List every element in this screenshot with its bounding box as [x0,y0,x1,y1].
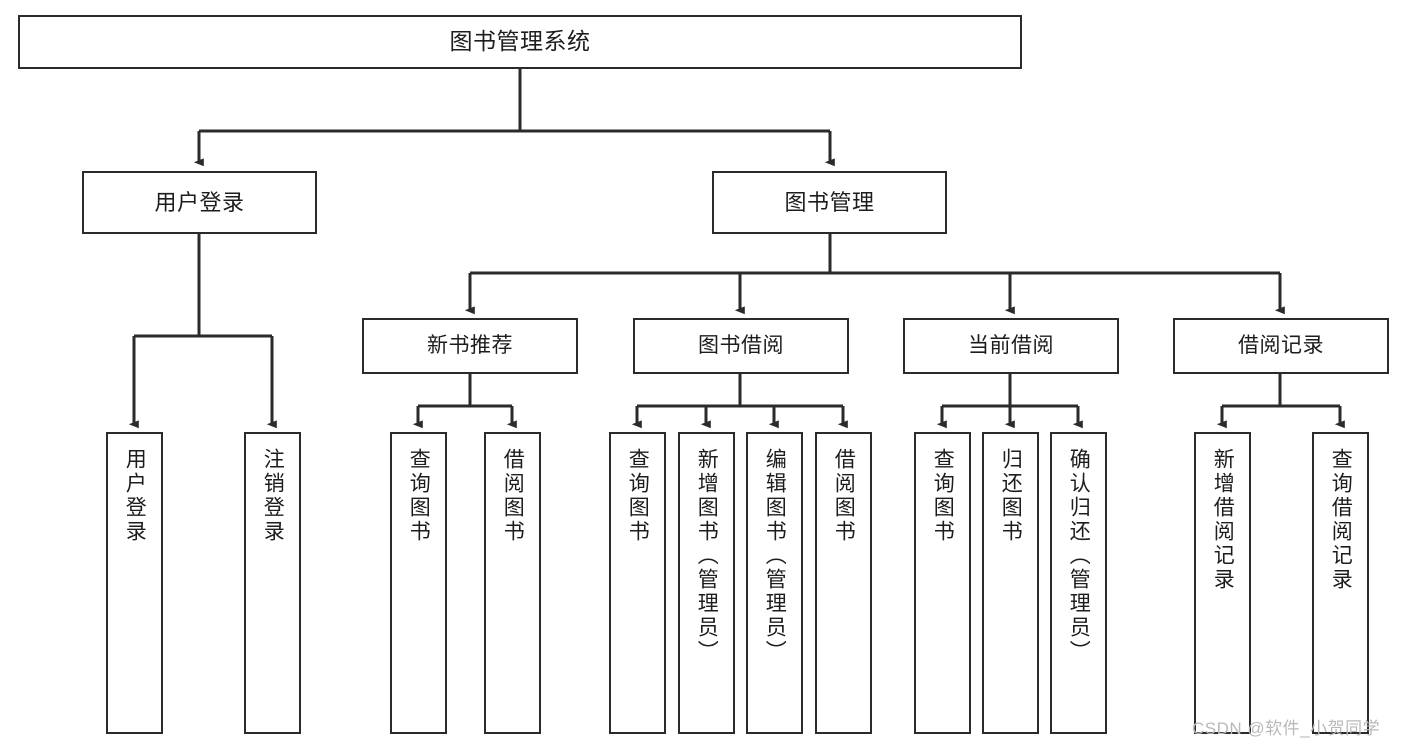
node-leaf-add-record-label: 新增借阅记录 [1211,448,1235,592]
node-leaf-add-book-label: 新增图书（管理员） [695,448,719,664]
node-root[interactable]: 图书管理系统 [18,15,1022,69]
node-borrow-record-label: 借阅记录 [1238,333,1324,357]
node-leaf-query-book-2[interactable]: 查询图书 [609,432,666,734]
node-leaf-return-book-label: 归还图书 [999,448,1023,544]
node-leaf-borrow-book-1-label: 借阅图书 [501,448,525,544]
node-leaf-add-record[interactable]: 新增借阅记录 [1194,432,1251,734]
node-leaf-query-record-label: 查询借阅记录 [1329,448,1353,592]
node-leaf-query-book-3-label: 查询图书 [931,448,955,544]
node-book-management-label: 图书管理 [784,189,875,215]
node-leaf-edit-book[interactable]: 编辑图书（管理员） [746,432,803,734]
node-leaf-query-book-1-label: 查询图书 [407,448,431,544]
node-new-book-recommend-label: 新书推荐 [427,333,513,357]
node-leaf-borrow-book-1[interactable]: 借阅图书 [484,432,541,734]
node-leaf-borrow-book-2-label: 借阅图书 [832,448,856,544]
node-book-borrow-label: 图书借阅 [698,333,784,357]
node-leaf-query-record[interactable]: 查询借阅记录 [1312,432,1369,734]
node-leaf-user-login-label: 用户登录 [123,448,147,544]
node-user-login[interactable]: 用户登录 [82,171,317,234]
node-current-borrow[interactable]: 当前借阅 [903,318,1119,374]
node-book-borrow[interactable]: 图书借阅 [633,318,849,374]
node-leaf-user-login[interactable]: 用户登录 [106,432,163,734]
node-leaf-query-book-1[interactable]: 查询图书 [390,432,447,734]
node-book-management[interactable]: 图书管理 [712,171,947,234]
node-current-borrow-label: 当前借阅 [968,333,1054,357]
node-user-login-label: 用户登录 [154,189,245,215]
node-leaf-confirm-return[interactable]: 确认归还（管理员） [1050,432,1107,734]
node-root-label: 图书管理系统 [449,28,591,55]
node-leaf-borrow-book-2[interactable]: 借阅图书 [815,432,872,734]
node-leaf-confirm-return-label: 确认归还（管理员） [1067,448,1091,664]
node-new-book-recommend[interactable]: 新书推荐 [362,318,578,374]
node-leaf-return-book[interactable]: 归还图书 [982,432,1039,734]
node-leaf-query-book-2-label: 查询图书 [626,448,650,544]
node-borrow-record[interactable]: 借阅记录 [1173,318,1389,374]
node-leaf-logout-label: 注销登录 [261,448,285,544]
node-leaf-edit-book-label: 编辑图书（管理员） [763,448,787,664]
node-leaf-add-book[interactable]: 新增图书（管理员） [678,432,735,734]
node-leaf-logout[interactable]: 注销登录 [244,432,301,734]
watermark: CSDN @软件_小贺同学 [1192,719,1381,738]
node-leaf-query-book-3[interactable]: 查询图书 [914,432,971,734]
